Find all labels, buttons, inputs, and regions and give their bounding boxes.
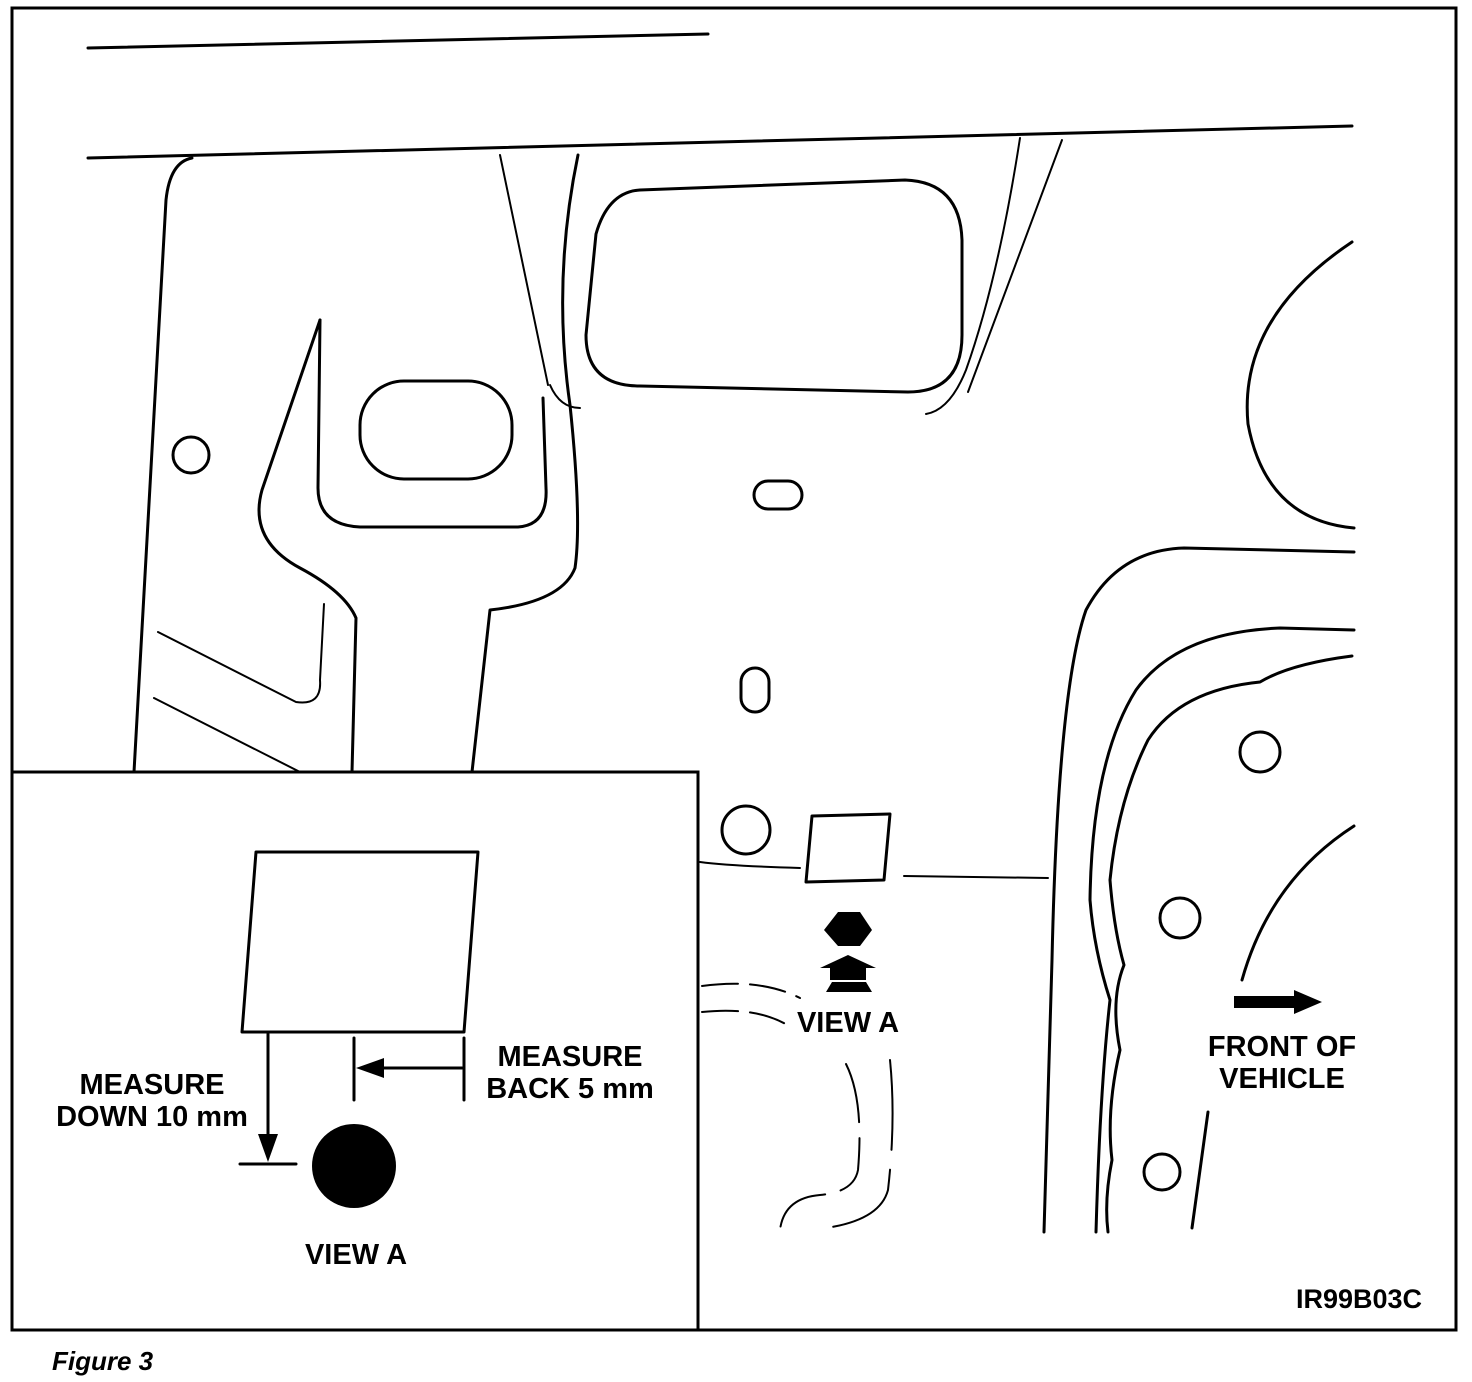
mounting-hole bbox=[1238, 730, 1282, 774]
panel-seam-left bbox=[699, 861, 801, 869]
pillar-rib-diagonal-2 bbox=[153, 697, 301, 773]
front-of-vehicle-label-line1: FRONT OF bbox=[1208, 1031, 1356, 1063]
door-opening-inner bbox=[1105, 654, 1354, 1234]
figure-code-label: IR99B03C bbox=[1296, 1284, 1422, 1314]
roof-line-upper bbox=[86, 32, 710, 50]
figure-frame bbox=[10, 6, 1458, 1332]
pillar-rib-diagonal-1 bbox=[157, 603, 325, 704]
center-column-contour bbox=[470, 153, 580, 774]
floor-contour-left bbox=[779, 1063, 861, 1231]
wheel-arch-arc bbox=[1240, 824, 1356, 982]
view-a-inset bbox=[10, 770, 700, 1332]
inset-target-square bbox=[240, 850, 480, 1034]
door-opening-outer bbox=[1042, 546, 1356, 1234]
vertical-slot bbox=[739, 666, 771, 714]
measure-down-label-line2: DOWN 10 mm bbox=[56, 1101, 248, 1133]
target-square-outline bbox=[804, 812, 892, 884]
floor-contour-right bbox=[825, 1059, 894, 1229]
mounting-hole bbox=[171, 435, 211, 475]
figure-caption: Figure 3 bbox=[52, 1346, 154, 1376]
body-panel-drawing bbox=[86, 32, 1356, 1234]
oval-access-hole bbox=[358, 379, 514, 481]
pillar-inner-contour bbox=[316, 318, 548, 529]
center-diagonal-line bbox=[499, 154, 549, 386]
measure-back-label-line2: BACK 5 mm bbox=[486, 1073, 654, 1105]
measure-back-arrowhead bbox=[356, 1058, 384, 1078]
measure-down-label-line1: MEASURE bbox=[79, 1069, 224, 1101]
drill-point-dot bbox=[312, 1124, 396, 1208]
measure-down-arrowhead bbox=[258, 1134, 278, 1162]
window-reveal-right bbox=[925, 137, 1021, 415]
upper-right-diagonal bbox=[967, 139, 1063, 393]
pillar-wedge-contour bbox=[257, 318, 358, 774]
mounting-hole bbox=[1158, 896, 1202, 940]
front-of-vehicle-label-line2: VEHICLE bbox=[1219, 1063, 1345, 1095]
view-a-marker bbox=[820, 912, 876, 992]
horizontal-slot bbox=[752, 479, 804, 511]
rear-vertical-contour bbox=[1190, 1110, 1210, 1230]
view-a-label: VIEW A bbox=[797, 1007, 899, 1039]
mounting-hole bbox=[1142, 1152, 1182, 1192]
left-pillar-outer bbox=[132, 156, 194, 774]
panel-seam-right bbox=[903, 875, 1049, 879]
door-opening-middle bbox=[1088, 626, 1356, 1234]
mounting-hole bbox=[720, 804, 772, 856]
sill-contour-upper bbox=[701, 982, 801, 999]
right-upper-arc bbox=[1245, 240, 1356, 530]
large-window-opening bbox=[584, 178, 964, 394]
sill-contour-lower bbox=[701, 1009, 793, 1029]
front-direction-arrow bbox=[1234, 990, 1322, 1014]
view-a-inset-label: VIEW A bbox=[305, 1239, 407, 1271]
roof-line-lower bbox=[86, 124, 1354, 160]
measure-back-label-line1: MEASURE bbox=[497, 1041, 642, 1073]
window-reveal-left bbox=[549, 384, 581, 409]
